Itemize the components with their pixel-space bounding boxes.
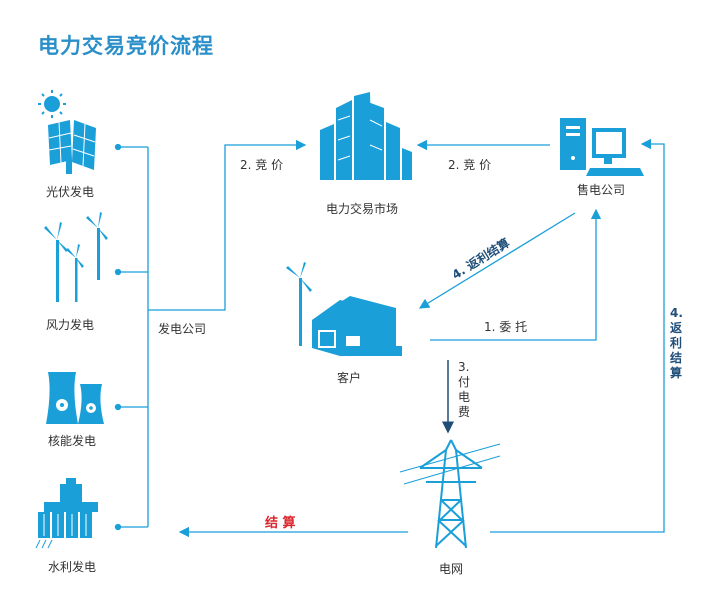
node-label-grid: 电网 xyxy=(438,562,464,576)
node-label-solar: 光伏发电 xyxy=(45,185,95,199)
nuclear-plant-icon xyxy=(46,372,104,424)
edge-label-rebate-retailer: 4. 返利结算 xyxy=(670,306,683,380)
solar-panel-icon xyxy=(38,90,96,174)
edge-label-bid-retail: 2. 竞 价 xyxy=(448,158,492,172)
wind-turbine-icon xyxy=(44,212,108,302)
power-tower-icon xyxy=(399,439,501,549)
node-label-generator: 发电公司 xyxy=(158,322,207,336)
edge-rebate-retailer xyxy=(490,138,665,533)
node-label-nuclear: 核能发电 xyxy=(47,434,97,448)
node-label-customer: 客户 xyxy=(336,371,362,385)
node-label-wind: 风力发电 xyxy=(45,318,95,332)
building-icon xyxy=(320,92,412,180)
edge-label-settlement: 结 算 xyxy=(265,516,296,531)
edge-label-entrust: 1. 委 托 xyxy=(484,320,528,334)
page-title: 电力交易竞价流程 xyxy=(38,34,214,58)
edge-label-pay-fee: 3. 付电费 xyxy=(458,360,471,419)
edge-rebate-customer xyxy=(418,212,576,309)
hydro-plant-icon xyxy=(35,478,98,549)
node-label-market: 电力交易市场 xyxy=(325,202,399,216)
node-label-hydro: 水利发电 xyxy=(47,560,97,574)
generation-bus xyxy=(114,143,149,531)
edge-label-bid-gen: 2. 竞 价 xyxy=(240,158,284,172)
computer-icon xyxy=(560,118,644,176)
house-icon xyxy=(286,262,402,356)
edge-bid-gen xyxy=(148,139,307,311)
edge-entrust xyxy=(430,208,602,341)
node-label-retailer: 售电公司 xyxy=(576,183,626,197)
